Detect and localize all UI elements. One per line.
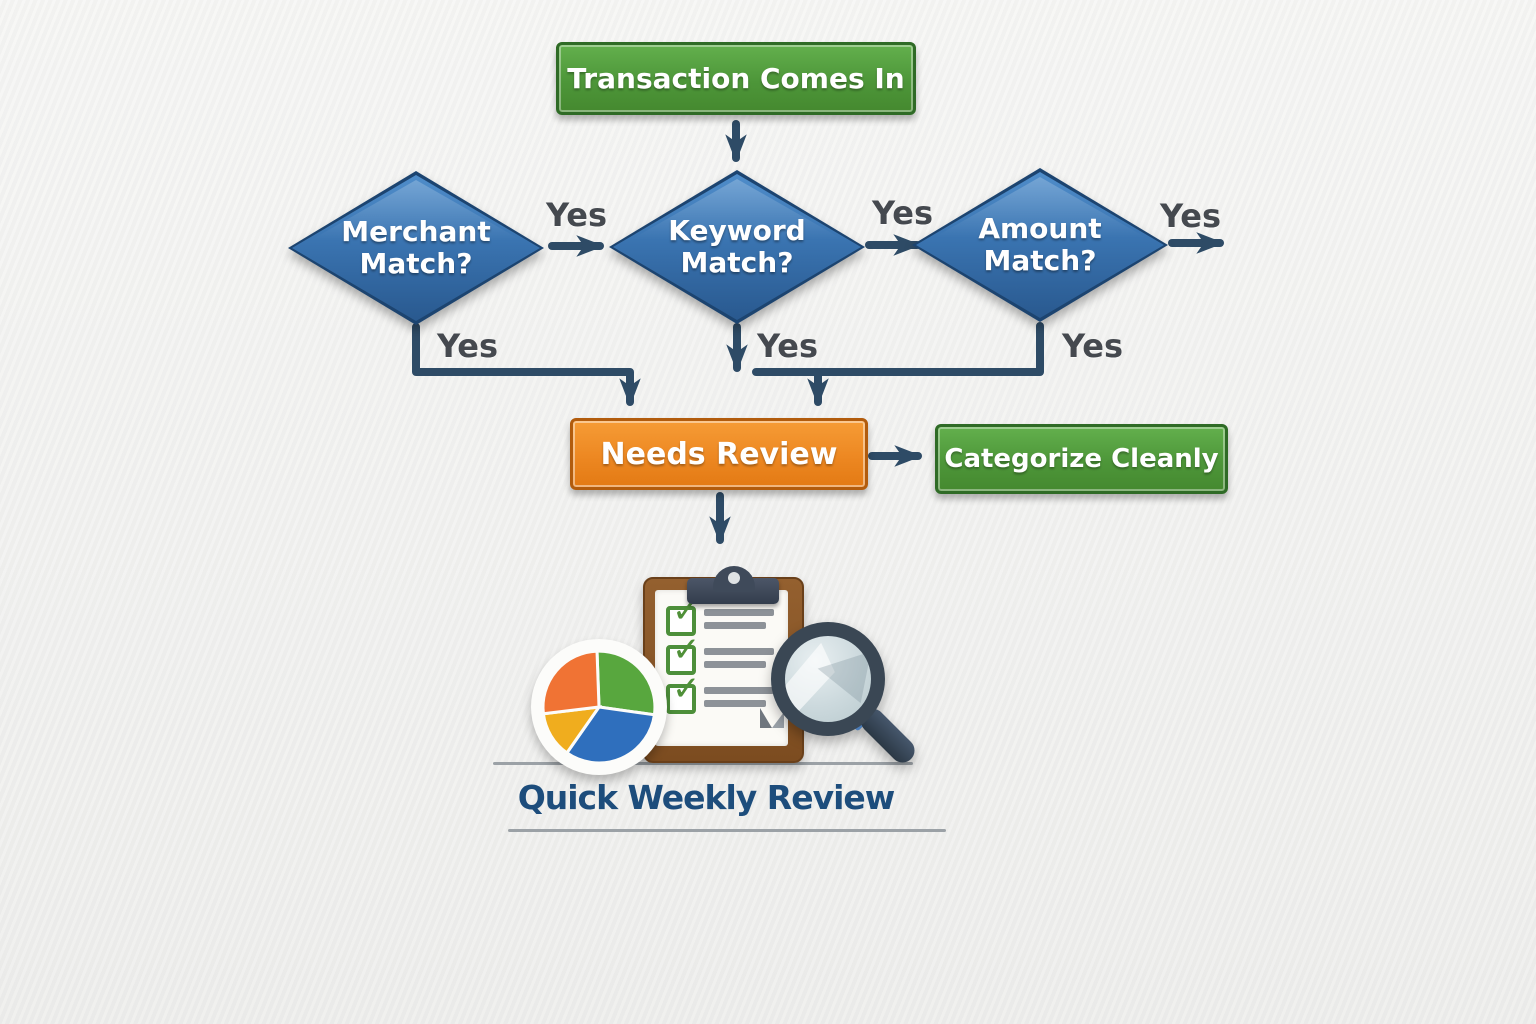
connector-amount-branch xyxy=(752,322,1044,376)
magnifier-lens xyxy=(785,636,871,722)
yes-label-keyword-right: Yes xyxy=(872,194,933,232)
divider-bottom xyxy=(508,829,946,832)
node-label: Transaction Comes In xyxy=(567,62,905,95)
text-line-bar xyxy=(704,661,766,668)
clipboard-checklist-icon: ✓ ✓ ✓ xyxy=(643,566,804,763)
text-lines xyxy=(704,645,774,674)
yes-label-keyword-down: Yes xyxy=(757,327,818,365)
connector-merchant-to-review xyxy=(412,323,641,407)
node-label: Amount Match? xyxy=(978,211,1102,277)
caption-quick-weekly-review: Quick Weekly Review xyxy=(517,778,896,817)
yes-label-merchant-down: Yes xyxy=(437,327,498,365)
check-icon: ✓ xyxy=(672,630,701,670)
pie-chart-svg xyxy=(541,649,657,765)
node-label: Merchant Match? xyxy=(341,214,491,280)
text-line-bar xyxy=(704,648,774,655)
node-keyword-match: Keyword Match? xyxy=(609,170,865,324)
yes-label-amount-right: Yes xyxy=(1160,197,1221,235)
magnifying-glass-icon xyxy=(771,622,941,782)
checkbox-icon: ✓ xyxy=(666,594,701,636)
check-icon: ✓ xyxy=(672,669,701,709)
yes-label-merchant-right: Yes xyxy=(546,196,607,234)
text-lines xyxy=(704,606,774,635)
text-line-bar xyxy=(704,700,766,707)
node-amount-match: Amount Match? xyxy=(912,168,1168,322)
checklist-row: ✓ xyxy=(666,594,774,636)
text-line-bar xyxy=(704,609,774,616)
clipboard-clip-hole xyxy=(728,572,740,584)
pie-slice-orange xyxy=(541,649,601,716)
pie-slice-blue xyxy=(564,705,657,765)
node-transaction-comes-in: Transaction Comes In xyxy=(556,42,916,115)
checklist-row: ✓ xyxy=(666,633,774,675)
checklist-row: ✓ xyxy=(666,672,774,714)
pie-slice-green xyxy=(595,649,657,717)
checkbox-icon: ✓ xyxy=(666,672,701,714)
node-label: Keyword Match? xyxy=(668,213,806,279)
text-line-bar xyxy=(704,622,766,629)
node-categorize-cleanly: Categorize Cleanly xyxy=(935,424,1228,494)
yes-label-amount-down: Yes xyxy=(1062,327,1123,365)
node-label: Needs Review xyxy=(600,436,838,472)
pie-chart-icon xyxy=(531,639,667,775)
node-needs-review: Needs Review xyxy=(570,418,868,490)
node-label: Categorize Cleanly xyxy=(944,444,1219,474)
clipboard-paper: ✓ ✓ ✓ xyxy=(655,566,788,746)
node-merchant-match: Merchant Match? xyxy=(288,171,544,325)
text-lines xyxy=(704,684,774,713)
divider-top xyxy=(493,762,913,765)
text-line-bar xyxy=(704,687,774,694)
checkbox-icon: ✓ xyxy=(666,633,701,675)
